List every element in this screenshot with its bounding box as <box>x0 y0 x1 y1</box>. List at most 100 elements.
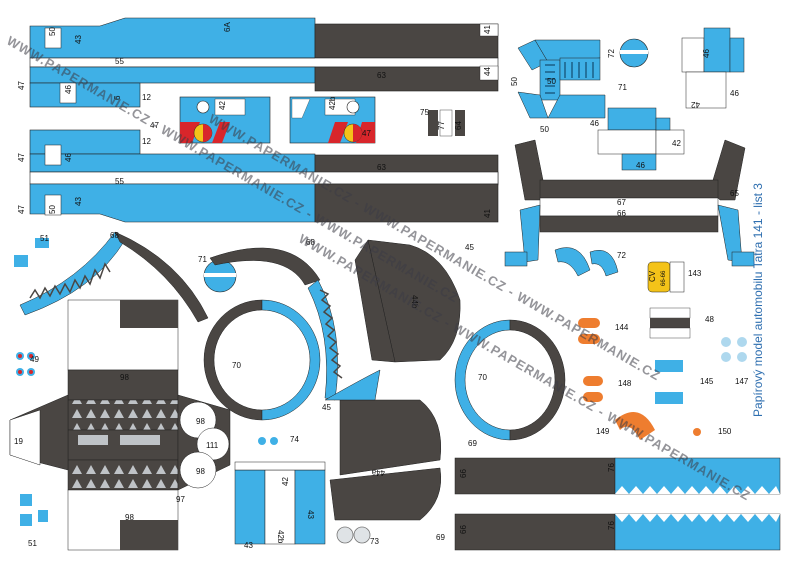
part-wheel-arch-left <box>203 299 321 421</box>
label-67: 67 <box>617 198 626 207</box>
label-66: 66 <box>617 209 626 218</box>
label-98c: 98 <box>196 467 205 476</box>
label-cv: CV <box>648 270 657 282</box>
label-45b: 45 <box>322 403 331 412</box>
label-70: 70 <box>232 361 241 370</box>
part-box-43 <box>234 461 326 545</box>
label-51: 51 <box>40 234 49 243</box>
part-box-46-middle <box>597 107 685 171</box>
part-disc-71-top <box>619 38 649 68</box>
part-dots-74 <box>258 437 278 445</box>
label-145: 145 <box>700 377 714 386</box>
label-44: 44 <box>483 67 492 76</box>
part-plate-143 <box>647 261 685 293</box>
label-45: 45 <box>465 243 474 252</box>
part-strip-69-top <box>454 457 781 495</box>
sheet-title: Papírový model automobilu Tatra 141 - li… <box>751 183 765 417</box>
part-side-strip-top <box>29 17 499 108</box>
label-77: 77 <box>437 121 446 130</box>
label-88: 68 <box>306 238 315 247</box>
label-42b2: 42b <box>276 530 285 544</box>
label-69: 69 <box>468 439 477 448</box>
part-arcs-72 <box>554 247 619 277</box>
label-47b: 47 <box>150 121 159 130</box>
label-41b: 41 <box>483 209 492 218</box>
label-44l: 44a <box>371 468 385 477</box>
part-headlight-panel-right <box>289 96 376 144</box>
label-70b: 70 <box>478 373 487 382</box>
label-71b: 71 <box>198 255 207 264</box>
label-49: 49 <box>30 355 39 364</box>
label-68: 68 <box>110 231 119 240</box>
label-149: 149 <box>596 427 610 436</box>
label-74: 74 <box>290 435 299 444</box>
label-6A: 6A <box>223 22 232 32</box>
label-50c: 50 <box>510 77 519 86</box>
label-72b: 72 <box>617 251 626 260</box>
label-46f: 46 <box>636 161 645 170</box>
part-frame-65 <box>504 139 755 267</box>
part-fender-44b <box>354 239 461 363</box>
part-wheel-arch-right <box>454 319 566 441</box>
label-42: 42 <box>218 101 227 110</box>
label-69b: 69 <box>436 533 445 542</box>
label-51b: 51 <box>28 539 37 548</box>
label-111: 111 <box>206 441 219 450</box>
label-150: 150 <box>718 427 732 436</box>
label-144: 144 <box>615 323 629 332</box>
label-66b: 66 <box>459 469 468 478</box>
label-46d: 46 <box>730 89 739 98</box>
label-71: 71 <box>618 83 627 92</box>
part-strip-69-bottom <box>454 513 781 551</box>
part-accordion-50 <box>517 39 606 119</box>
part-small-bars <box>428 109 465 137</box>
part-base-98 <box>9 299 231 551</box>
label-42c: 42 <box>691 100 700 109</box>
label-47d: 47 <box>17 153 26 162</box>
part-small-left <box>14 238 49 526</box>
label-148: 148 <box>618 379 632 388</box>
label-98a: 98 <box>120 373 129 382</box>
label-75: 75 <box>420 108 429 117</box>
label-48: 48 <box>705 315 714 324</box>
label-43: 43 <box>74 35 83 44</box>
label-92: 50 <box>547 77 556 86</box>
label-42d: 42 <box>672 139 681 148</box>
label-73: 73 <box>370 537 379 546</box>
label-147: 147 <box>735 377 749 386</box>
label-43c: 43 <box>306 510 315 519</box>
label-63: 63 <box>377 71 386 80</box>
label-65: 65 <box>730 189 739 198</box>
label-76: 76 <box>607 463 616 472</box>
label-46c: 46 <box>702 49 711 58</box>
label-50b: 50 <box>48 205 57 214</box>
label-76b: 76 <box>607 521 616 530</box>
label-42l: 42 <box>281 477 290 486</box>
label-72: 72 <box>607 49 616 58</box>
part-small-right <box>578 307 747 440</box>
label-98b: 98 <box>196 417 205 426</box>
label-46b: 46 <box>64 153 73 162</box>
label-55b: 55 <box>115 177 124 186</box>
label-47: 47 <box>17 81 26 90</box>
label-98d: 98 <box>125 513 134 522</box>
label-63b: 63 <box>377 163 386 172</box>
label-50: 50 <box>48 27 57 36</box>
label-43b: 43 <box>74 197 83 206</box>
label-19: 19 <box>14 437 23 446</box>
part-base-circles <box>179 401 230 489</box>
label-97: 97 <box>176 495 185 504</box>
label-55: 55 <box>115 57 124 66</box>
label-44b: 44b <box>410 295 419 309</box>
part-fender-44l <box>324 369 442 521</box>
label-42b: 42b <box>328 96 337 110</box>
part-box-46-top <box>681 27 745 109</box>
label-41: 41 <box>483 25 492 34</box>
label-plate: 66-66 <box>661 270 667 286</box>
label-64: 64 <box>454 121 463 130</box>
label-143: 143 <box>688 269 702 278</box>
label-12b: 12 <box>142 137 151 146</box>
part-headlight-panel-left <box>179 96 271 144</box>
